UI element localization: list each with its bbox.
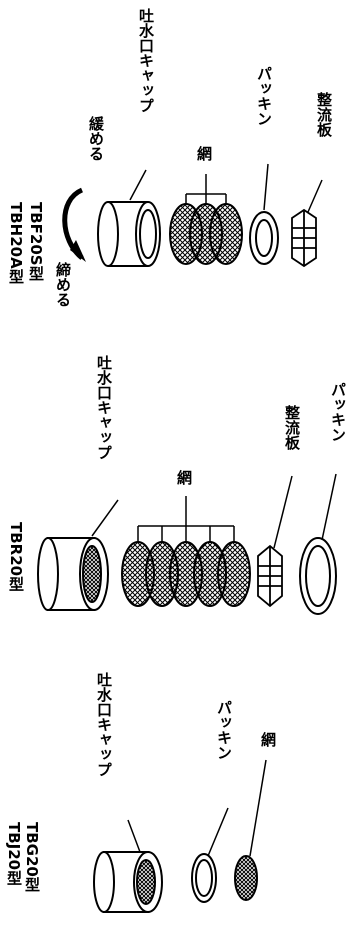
loosen-label: 緩める [87, 116, 105, 161]
model-label-tbr20: TBR20型 [7, 522, 25, 592]
leader-straightener-1 [307, 179, 323, 213]
packing-label-3: パッキン [215, 700, 233, 760]
mesh-discs-1 [169, 203, 243, 265]
packing-ring-3 [191, 853, 217, 903]
leader-packing-2 [321, 473, 337, 541]
cap-label-2: 吐水口キャップ [95, 355, 113, 460]
model-label-tbh20a: TBH20A型 [7, 202, 25, 284]
model-label-tbg20: TBG20型 [23, 822, 41, 892]
packing-label-2: パッキン [329, 382, 347, 442]
spout-cap-1 [97, 201, 161, 267]
mesh-disc-3 [234, 855, 258, 901]
mesh-bracket-2 [137, 496, 235, 542]
cap-label-1: 吐水口キャップ [137, 8, 155, 113]
spout-cap-2 [37, 537, 109, 611]
leader-straightener-2 [273, 475, 293, 549]
straightener-1 [291, 208, 317, 268]
tighten-label: 締める [54, 262, 72, 307]
model-label-tbf20s: TBF20S型 [27, 202, 45, 281]
leader-cap-3 [127, 819, 141, 853]
mesh-discs-2 [121, 541, 251, 607]
leader-cap-2 [91, 499, 119, 537]
straightener-label-2: 整流板 [283, 405, 301, 450]
rotation-arrow-icon [62, 187, 86, 262]
leader-cap-1 [129, 169, 147, 201]
packing-ring-2 [299, 537, 337, 615]
straightener-2 [257, 544, 283, 608]
leader-mesh-3 [249, 759, 267, 857]
packing-label-1: パッキン [255, 66, 273, 126]
model-label-tbj20: TBJ20型 [5, 822, 23, 886]
packing-ring-1 [249, 211, 279, 265]
mesh-label-1: 網 [195, 146, 213, 161]
straightener-label-1: 整流板 [315, 92, 333, 137]
mesh-bracket-1 [185, 174, 227, 204]
cap-label-3: 吐水口キャップ [95, 672, 113, 777]
mesh-label-3: 網 [259, 732, 277, 747]
mesh-label-2: 網 [175, 470, 193, 485]
leader-packing-1 [263, 163, 269, 211]
spout-cap-3 [93, 851, 163, 913]
leader-packing-3 [207, 807, 229, 857]
